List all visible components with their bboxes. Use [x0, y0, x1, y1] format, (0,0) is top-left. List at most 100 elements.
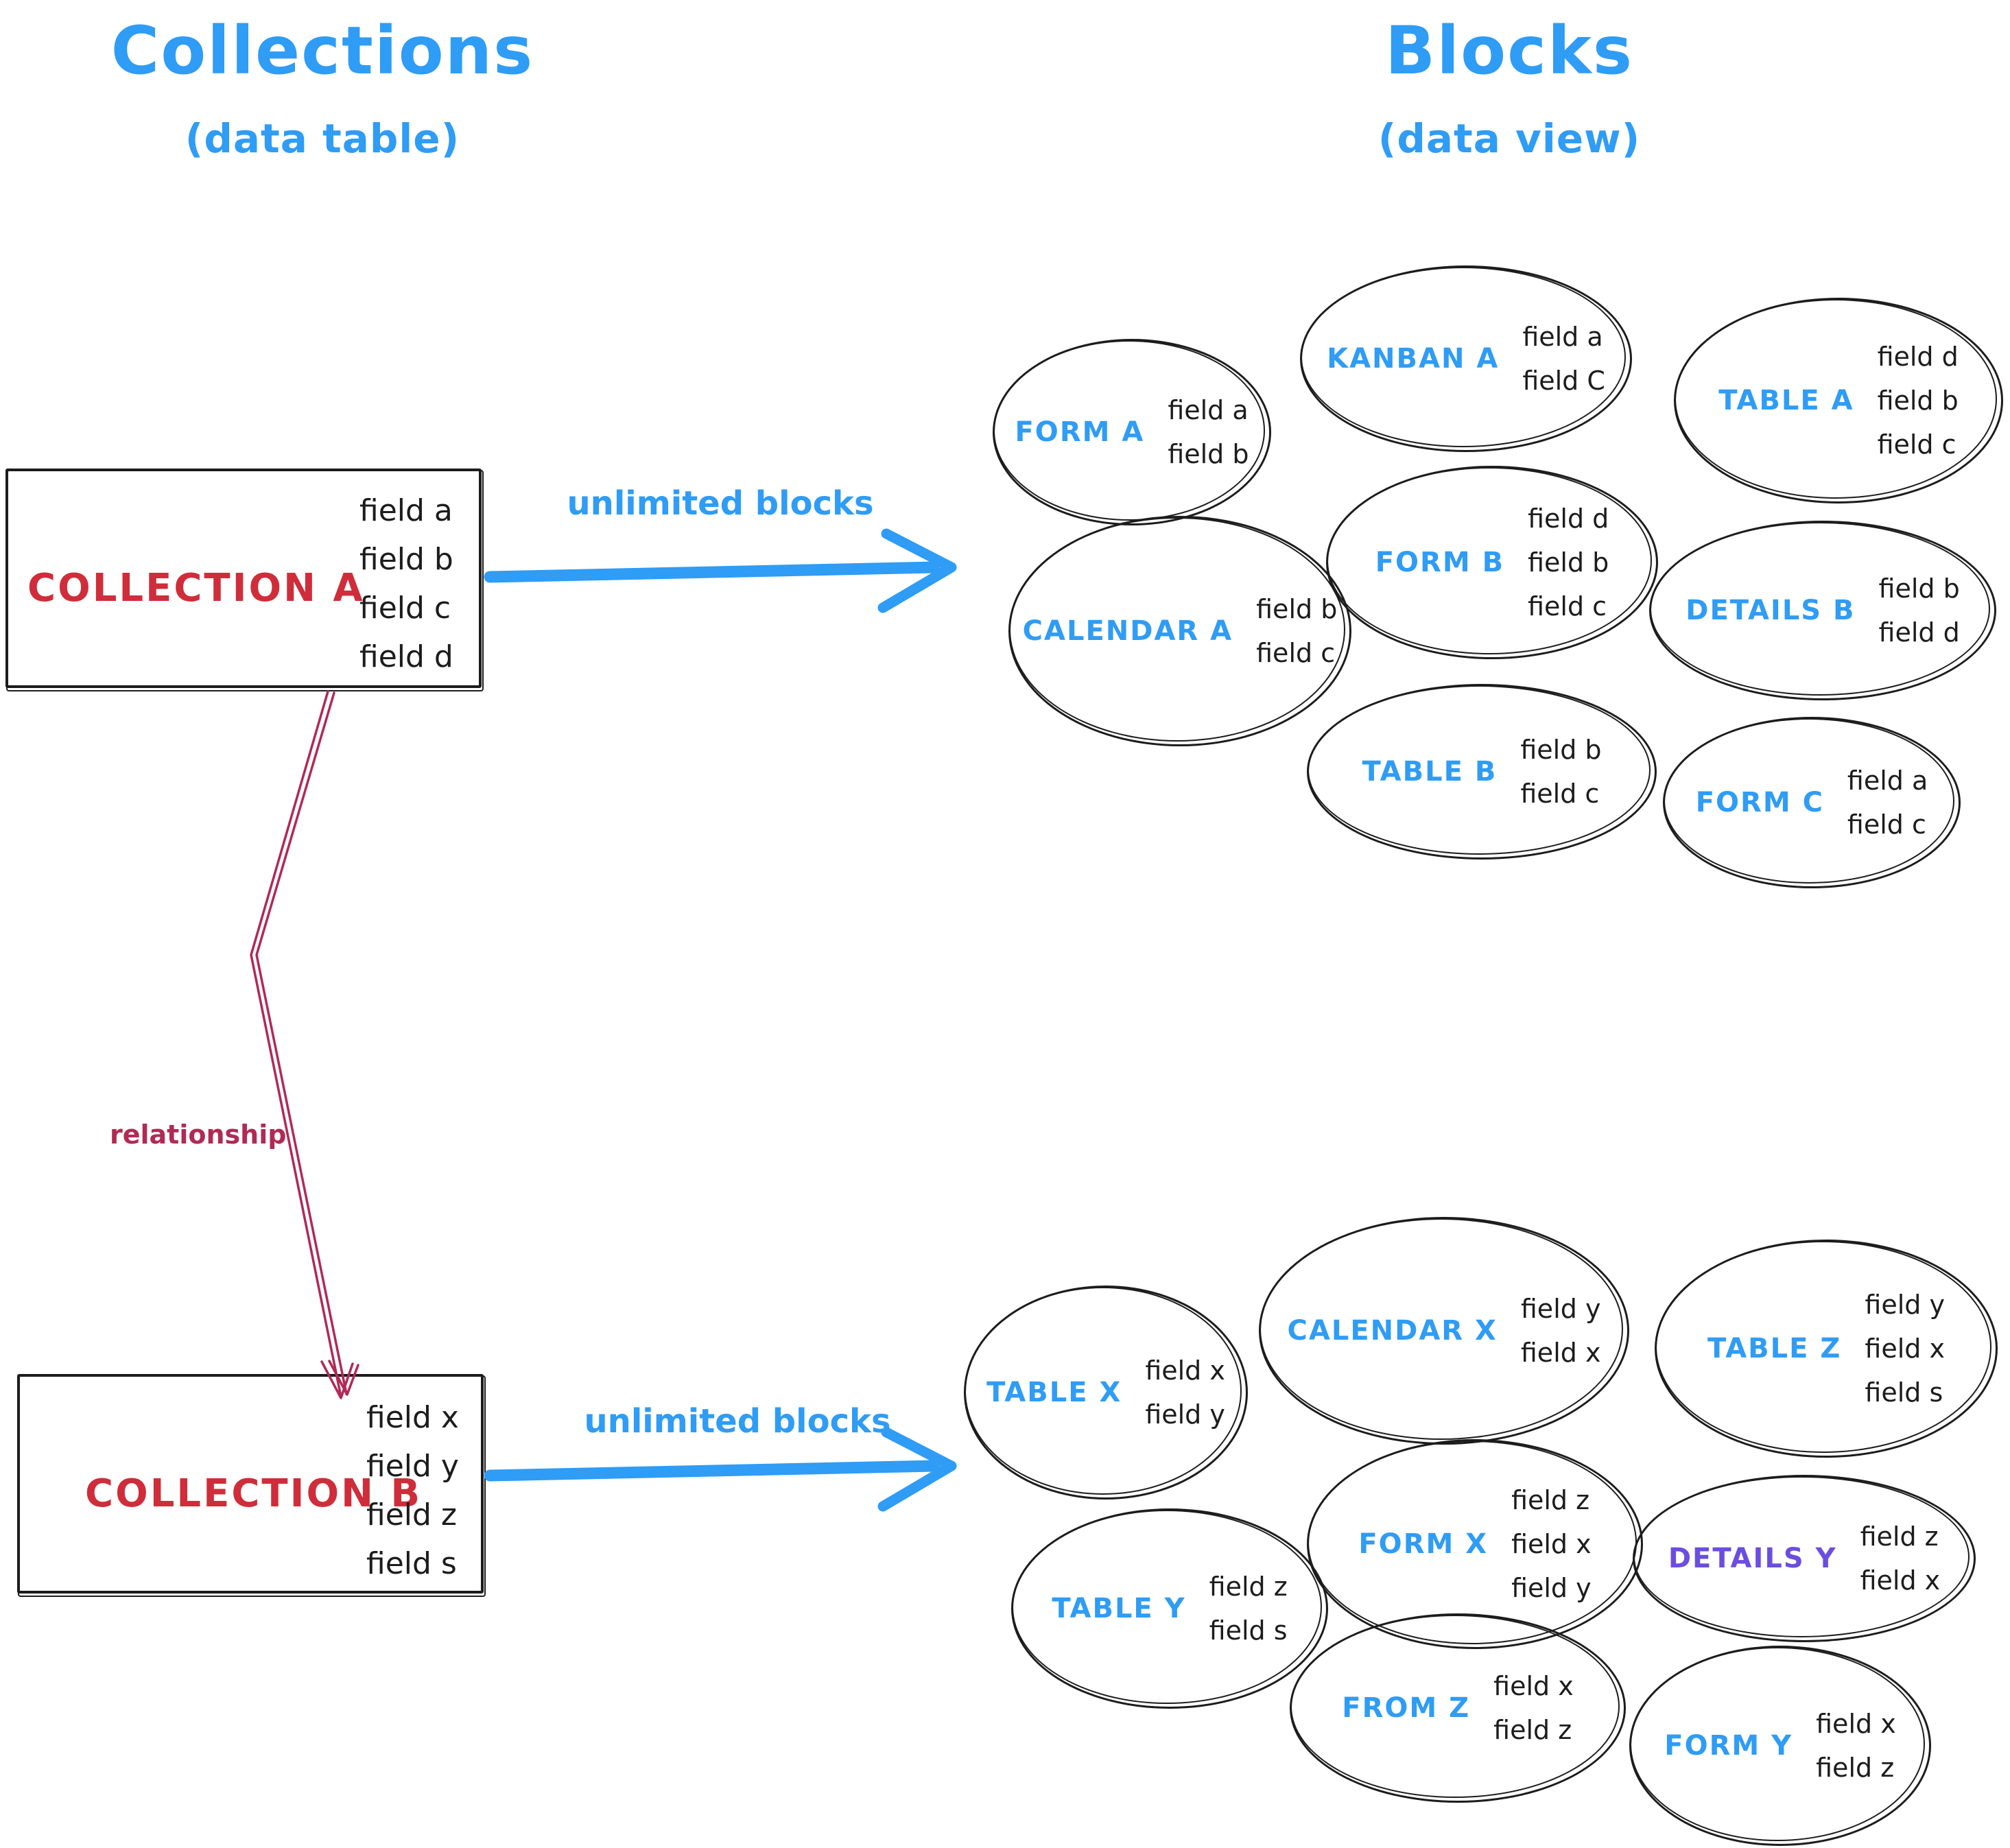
block-label: CALENDAR X: [1287, 1315, 1498, 1347]
block-calendar-a: CALENDAR A field b field c: [1008, 516, 1351, 746]
block-field: field y: [1145, 1399, 1225, 1430]
block-label: FORM X: [1358, 1528, 1489, 1560]
block-field: field c: [1847, 809, 1926, 840]
block-fields: field z field x field y: [1511, 1478, 1592, 1610]
block-field: field b: [1256, 594, 1338, 624]
block-label: DETAILS B: [1686, 595, 1856, 626]
block-fields: field x field z: [1493, 1664, 1574, 1752]
block-field: field c: [1520, 779, 1600, 809]
block-table-b: TABLE B field b field c: [1307, 684, 1657, 860]
block-field: field x: [1145, 1355, 1225, 1386]
block-field: field x: [1860, 1565, 1941, 1596]
block-field: field z: [1209, 1572, 1288, 1602]
block-kanban-a: KANBAN A field a field C: [1300, 265, 1632, 452]
block-fields: field b field c: [1520, 728, 1601, 816]
block-field: field x: [1511, 1529, 1592, 1559]
block-fields: field d field b field c: [1878, 335, 1959, 466]
collections-title: Collections: [110, 12, 534, 89]
block-label: FORM B: [1375, 547, 1505, 578]
block-fields: field d field b field c: [1528, 497, 1609, 628]
block-from-z: FROM Z field x field z: [1290, 1613, 1626, 1803]
block-field: field y: [1511, 1573, 1592, 1603]
unlimited-blocks-arrow-a: [484, 561, 941, 583]
block-field: field C: [1522, 366, 1605, 396]
block-field: field z: [1816, 1753, 1895, 1783]
block-field: field z: [1493, 1715, 1572, 1745]
collection-field: field s: [366, 1546, 457, 1581]
relationship-label: relationship: [110, 1120, 287, 1150]
block-field: field z: [1511, 1485, 1590, 1515]
block-fields: field z field s: [1209, 1565, 1288, 1652]
collection-field: field z: [366, 1497, 458, 1532]
block-calendar-x: CALENDAR X field y field x: [1259, 1217, 1629, 1445]
relationship-arrow-line: [250, 690, 342, 1398]
block-field: field x: [1865, 1334, 1945, 1364]
block-fields: field a field c: [1847, 759, 1928, 846]
collection-a-name: COLLECTION A: [27, 566, 365, 611]
collections-subtitle: (data table): [185, 115, 460, 162]
block-table-x: TABLE X field x field y: [964, 1286, 1248, 1500]
collection-field: field a: [359, 493, 453, 528]
block-details-b: DETAILS B field b field d: [1649, 521, 1996, 700]
block-field: field c: [1877, 429, 1956, 460]
block-label: FORM Y: [1664, 1730, 1793, 1762]
collection-b-fields: field x field y field z field s: [366, 1393, 459, 1588]
block-field: field a: [1847, 766, 1928, 796]
block-field: field x: [1493, 1671, 1574, 1701]
arrowhead-b-icon: [877, 1427, 957, 1512]
block-label: TABLE B: [1362, 756, 1498, 787]
block-label: TABLE Y: [1052, 1593, 1186, 1624]
collection-field: field d: [359, 639, 453, 674]
block-field: field b: [1877, 386, 1959, 416]
block-field: field a: [1522, 322, 1603, 352]
block-label: DETAILS Y: [1668, 1543, 1837, 1574]
block-label: FROM Z: [1342, 1692, 1471, 1724]
block-field: field c: [1256, 638, 1336, 668]
block-label: FORM A: [1015, 416, 1145, 448]
collection-field: field x: [366, 1400, 459, 1435]
block-field: field d: [1528, 504, 1609, 534]
unlimited-blocks-label-a: unlimited blocks: [567, 484, 874, 523]
block-form-b: FORM B field d field b field c: [1326, 466, 1658, 659]
block-field: field b: [1520, 735, 1602, 765]
block-field: field b: [1878, 573, 1960, 604]
block-field: field b: [1168, 439, 1249, 469]
block-field: field s: [1865, 1377, 1943, 1408]
blocks-subtitle: (data view): [1378, 115, 1641, 162]
block-field: field d: [1878, 617, 1960, 648]
block-label: TABLE A: [1718, 385, 1854, 416]
block-fields: field z field x: [1860, 1515, 1941, 1602]
collection-a-fields: field a field b field c field d: [359, 486, 453, 681]
collection-b-name: COLLECTION B: [85, 1471, 423, 1516]
block-field: field b: [1528, 547, 1609, 578]
block-table-y: TABLE Y field z field s: [1011, 1508, 1328, 1709]
block-fields: field y field x: [1521, 1287, 1601, 1375]
block-label: FORM C: [1695, 787, 1824, 818]
block-form-c: FORM C field a field c: [1663, 717, 1961, 888]
block-label: KANBAN A: [1327, 343, 1500, 375]
block-fields: field x field z: [1816, 1702, 1896, 1790]
relationship-arrow-line: [255, 691, 348, 1395]
block-form-y: FORM Y field x field z: [1629, 1646, 1931, 1846]
block-label: TABLE X: [986, 1377, 1122, 1408]
block-label: CALENDAR A: [1022, 615, 1233, 647]
block-fields: field a field b: [1168, 388, 1249, 476]
block-fields: field a field C: [1522, 315, 1605, 403]
block-fields: field b field c: [1256, 587, 1337, 675]
collection-b-box: COLLECTION B field x field y field z fie…: [17, 1374, 486, 1597]
block-field: field x: [1520, 1338, 1601, 1368]
unlimited-blocks-arrow-b: [484, 1460, 941, 1482]
collection-a-box: COLLECTION A field a field b field c fie…: [5, 469, 484, 691]
block-field: field s: [1209, 1615, 1288, 1646]
collection-field: field y: [366, 1449, 459, 1484]
arrowhead-a-icon: [877, 528, 957, 613]
block-field: field d: [1877, 342, 1959, 372]
unlimited-blocks-label-b: unlimited blocks: [584, 1402, 891, 1441]
collection-field: field b: [359, 542, 453, 577]
blocks-title: Blocks: [1385, 12, 1633, 89]
block-details-y: DETAILS Y field z field x: [1633, 1475, 1976, 1642]
block-field: field y: [1865, 1290, 1945, 1320]
block-field: field y: [1520, 1294, 1601, 1324]
block-table-a: TABLE A field d field b field c: [1674, 298, 2003, 504]
block-field: field x: [1816, 1709, 1896, 1739]
